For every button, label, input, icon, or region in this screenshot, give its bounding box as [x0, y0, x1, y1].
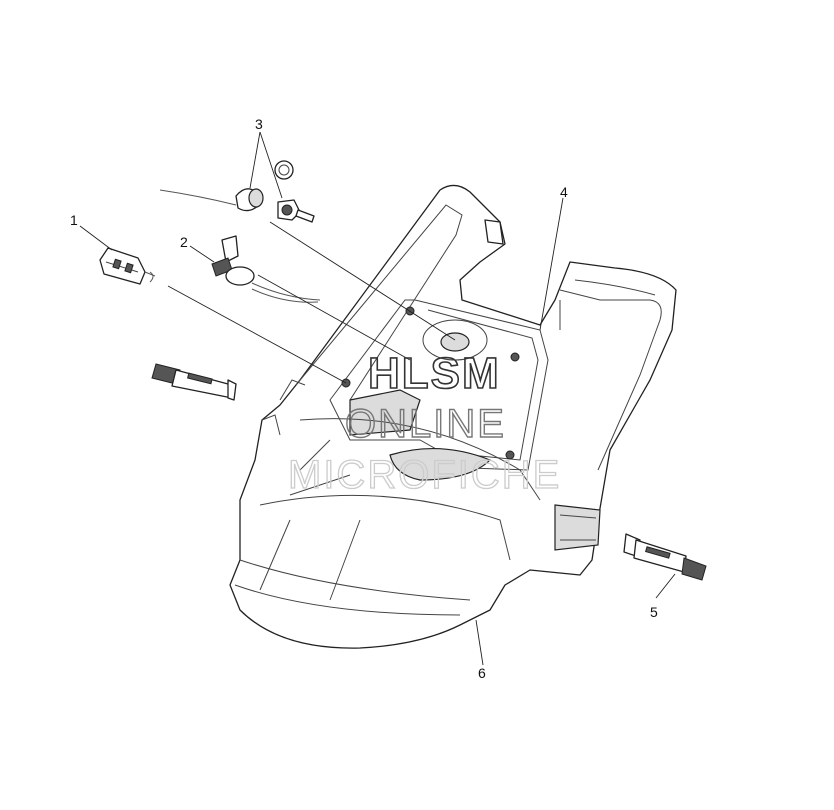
body-panel-part-6 [229, 184, 677, 649]
watermark-line-2: ONLINE [345, 402, 506, 446]
callout-labels: 1 2 3 4 5 6 [70, 116, 658, 681]
callout-6: 6 [478, 665, 486, 681]
strap-part-5-right [623, 533, 707, 581]
sensor-part-2 [211, 235, 321, 303]
callout-5: 5 [650, 604, 658, 620]
watermark: HLSM ONLINE MICROFICHE [287, 348, 561, 497]
callout-3: 3 [255, 116, 263, 132]
connector-part-1 [99, 247, 156, 285]
watermark-line-3: MICROFICHE [288, 453, 561, 497]
strap-part-5-left [151, 363, 237, 401]
callout-1: 1 [70, 212, 78, 228]
leader-lines [79, 131, 676, 666]
fastener-part-3 [159, 160, 315, 223]
watermark-line-1: HLSM [368, 349, 501, 398]
callout-4: 4 [560, 184, 568, 200]
callout-2: 2 [180, 234, 188, 250]
